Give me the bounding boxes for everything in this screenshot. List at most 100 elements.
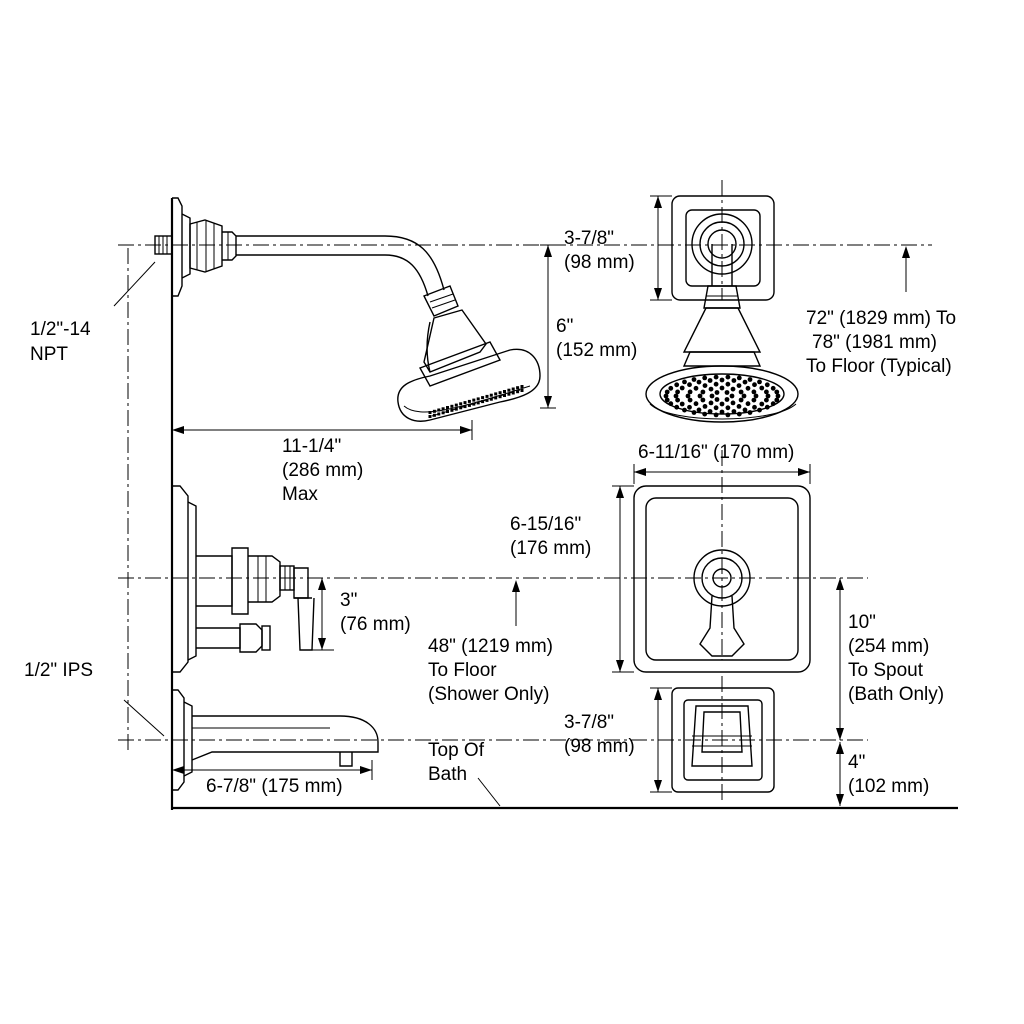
spray-nozzle <box>764 397 769 403</box>
label-spout-dist-4: (Bath Only) <box>848 684 944 705</box>
spray-nozzle <box>679 401 685 407</box>
spray-nozzle <box>702 375 708 381</box>
spray-nozzle <box>511 391 515 395</box>
spray-nozzle <box>679 385 685 391</box>
spray-nozzle <box>725 381 731 387</box>
spray-nozzle <box>708 400 714 406</box>
spray-nozzle <box>489 397 493 401</box>
spray-nozzle <box>736 404 742 409</box>
spray-nozzle <box>511 387 515 391</box>
spray-nozzle <box>724 390 730 395</box>
dimension-labels: 1/2"-14 NPT 1/2" IPS 11-1/4" (286 mm) Ma… <box>24 228 956 797</box>
spray-nozzle <box>719 377 725 383</box>
spray-nozzle <box>764 382 770 388</box>
label-showerhead-flange-mm: (98 mm) <box>564 252 635 273</box>
spray-nozzle <box>759 385 765 391</box>
label-npt-size: 1/2"-14 <box>30 319 91 340</box>
spray-nozzle <box>738 389 744 395</box>
spray-nozzle <box>494 392 498 396</box>
spray-nozzle <box>696 407 702 413</box>
spray-nozzle <box>747 410 753 415</box>
label-spout-reach: 6-7/8" (175 mm) <box>206 776 343 797</box>
spray-nozzle <box>520 385 524 388</box>
label-spout-flange-mm: (98 mm) <box>564 736 635 757</box>
spray-nozzle <box>751 397 757 403</box>
spray-nozzle <box>682 407 687 413</box>
spray-nozzle <box>485 398 489 402</box>
spray-nozzle <box>663 393 669 399</box>
spray-nozzle <box>753 393 759 399</box>
spray-nozzle <box>775 393 781 399</box>
label-trim-height-mm: (176 mm) <box>510 538 591 559</box>
spray-nozzle <box>467 399 471 403</box>
spray-nozzle <box>498 391 502 395</box>
spray-nozzle <box>507 392 511 396</box>
spray-nozzle <box>446 410 449 413</box>
spray-nozzle <box>463 401 467 405</box>
spray-nozzle <box>685 393 691 399</box>
spray-nozzle <box>757 407 762 413</box>
spray-nozzle <box>507 388 511 392</box>
spray-nozzle <box>707 378 713 383</box>
spray-nozzle <box>752 382 757 388</box>
spray-nozzle <box>742 407 748 413</box>
dimension-lines <box>113 195 910 807</box>
spray-nozzle <box>674 382 680 388</box>
spray-nozzle <box>459 402 463 406</box>
spray-nozzle <box>476 397 480 401</box>
spray-nozzle <box>675 397 680 403</box>
spray-nozzle <box>730 386 736 392</box>
spray-nozzle <box>738 397 744 403</box>
side-shower-arm <box>154 197 541 422</box>
spray-nozzle <box>700 389 706 395</box>
spray-nozzle <box>729 393 735 399</box>
spray-nozzle <box>472 402 476 406</box>
spray-nozzle <box>707 409 713 414</box>
spray-nozzle <box>450 404 454 408</box>
label-bath: Bath <box>428 764 467 785</box>
spray-nozzle <box>745 385 751 391</box>
spray-nozzle <box>428 415 432 418</box>
spray-nozzle <box>719 401 725 407</box>
label-npt-type: NPT <box>30 344 68 365</box>
front-showerhead <box>645 195 799 423</box>
label-valve-floor-1: 48" (1219 mm) <box>428 636 553 657</box>
spray-nozzle <box>682 379 687 385</box>
spray-nozzle <box>476 401 480 405</box>
spray-nozzle <box>696 379 702 385</box>
spray-nozzle <box>668 385 674 391</box>
wall-and-floor <box>170 198 958 810</box>
label-valve-offset-in: 3" <box>340 590 357 611</box>
spray-nozzle <box>668 401 674 407</box>
spray-nozzle <box>459 406 463 410</box>
label-spout-dist-3: To Spout <box>848 660 924 681</box>
spray-nozzle <box>719 409 725 415</box>
spray-nozzle <box>454 403 458 407</box>
spray-nozzle <box>432 409 436 413</box>
label-shower-height-1: 72" (1829 mm) To <box>806 308 956 329</box>
spray-nozzle <box>725 412 731 418</box>
spray-nozzle <box>467 403 471 407</box>
spray-nozzle <box>481 396 485 400</box>
label-arm-drop-in: 6" <box>556 316 573 337</box>
side-spray-nozzles <box>428 385 524 418</box>
label-valve-floor-3: (Shower Only) <box>428 684 549 705</box>
spray-nozzle <box>428 411 432 414</box>
spray-nozzle <box>736 383 742 388</box>
label-bath-top: Top Of <box>428 740 485 761</box>
spray-nozzle <box>693 385 699 391</box>
spray-nozzle <box>691 410 697 415</box>
spray-nozzle <box>770 385 776 391</box>
spray-nozzle <box>441 411 445 415</box>
spray-nozzle <box>736 375 742 381</box>
spray-nozzle <box>774 397 780 403</box>
label-arm-drop-mm: (152 mm) <box>556 340 637 361</box>
spray-nozzle <box>774 389 780 395</box>
label-trim-width: 6-11/16" (170 mm) <box>638 442 794 463</box>
spray-nozzle <box>709 393 715 399</box>
spray-nozzle <box>687 382 692 388</box>
spray-nozzle <box>741 393 747 399</box>
spray-nozzle <box>713 412 719 418</box>
